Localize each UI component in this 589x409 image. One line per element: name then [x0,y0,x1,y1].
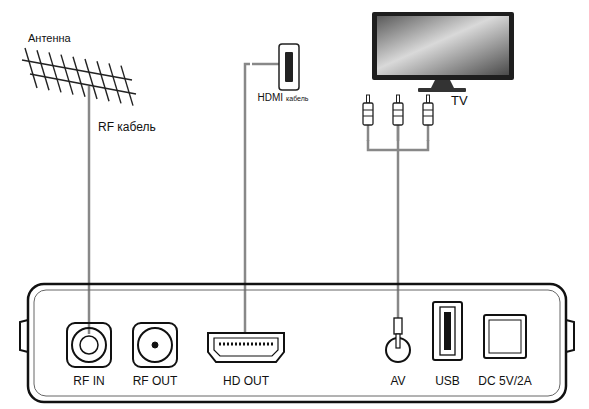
rf-in-port [67,318,111,367]
rf-out-port-part [138,328,172,362]
antenna-drawing-part [25,48,37,88]
hdmi-plug-part [279,44,299,90]
node-label: кабель [286,95,308,103]
usb-port-part [433,302,462,360]
cable-line [397,110,400,318]
usb-port-part [444,312,451,350]
rca-plugs-part [423,110,433,116]
hd-out-port-part [219,343,273,346]
tv-drawing-part [372,12,514,80]
port-node: DC 5V/2A [474,310,535,392]
antenna-drawing-part [88,86,91,112]
rca-plugs-part [368,140,428,150]
rca-plugs-part [427,125,430,141]
node-label: Антенна [28,32,71,45]
cable-label: RF кабель [96,121,158,135]
rf-out-port-part [133,323,177,367]
antenna-drawing-part [121,66,133,106]
node-label: HD OUT [223,375,269,389]
antenna-drawing-part [109,63,121,103]
rf-in-port-part [88,318,91,334]
node-label: TV [451,94,468,109]
node-label: RF OUT [133,375,178,389]
node-label: RF IN [73,375,104,389]
rca-plugs-part [397,125,400,141]
tv-drawing-part [377,16,509,75]
av-port-part [394,318,402,334]
tv-node: TV [365,6,525,110]
receiver-housing-part [28,284,566,402]
rca-plugs-part [367,95,370,103]
dc-port-part [484,315,526,358]
hdmi-cable-node: HDMIкабель [250,40,316,104]
rf-in-port-part [72,328,106,362]
antenna-node: Антенна [18,30,150,112]
antenna-drawing [22,48,136,112]
rca-plugs-part [393,110,403,116]
usb-port-part [440,307,455,355]
rca-plugs-part [363,110,373,116]
antenna-drawing-part [49,52,61,92]
hd-out-port-part [208,333,284,362]
cable-line [88,112,91,318]
rf-in-port-part [67,323,111,367]
node-label: HDMI [258,92,284,104]
port-node: RF OUT [126,318,184,392]
antenna-drawing-part [37,50,49,90]
node-label: DC 5V/2A [478,375,531,389]
antenna-drawing-part [97,61,109,101]
rf-in-port-part [80,336,98,354]
receiver-housing [20,284,574,402]
tv-drawing-part [418,88,466,92]
hdmi-plug [252,44,299,90]
node-label: USB [435,375,460,389]
dc-port [484,315,526,358]
antenna-drawing-part [73,57,85,97]
rca-plugs-part [363,103,373,125]
port-node: AV [376,318,420,392]
rca-plugs-part [367,125,370,141]
cable-line [245,64,250,318]
rca-plugs-part [427,95,430,103]
rca-plugs-part [397,95,400,103]
usb-port [433,302,462,360]
tv-drawing [372,12,514,92]
hd-out-port-part [214,338,278,356]
port-node: HD OUT [204,318,288,392]
rca-plugs-part [393,103,403,125]
rf-out-port-part [152,342,158,348]
hdmi-plug-part [252,63,279,66]
rf-out-port [133,323,177,367]
rca-plugs [363,95,433,150]
node-label: AV [390,375,405,389]
hd-out-port-part [244,318,247,334]
port-node: RF IN [60,318,118,392]
antenna-drawing-part [85,59,97,99]
receiver-housing-part [34,290,560,396]
antenna-drawing-part [61,55,73,95]
rca-plugs-part [423,103,433,125]
av-port [386,318,410,362]
dc-port-part [489,320,521,353]
tv-drawing-part [431,80,454,88]
hdmi-plug-part [285,52,293,82]
hd-out-port [208,318,284,362]
av-port-part [396,334,400,348]
port-node: USB [428,298,467,392]
